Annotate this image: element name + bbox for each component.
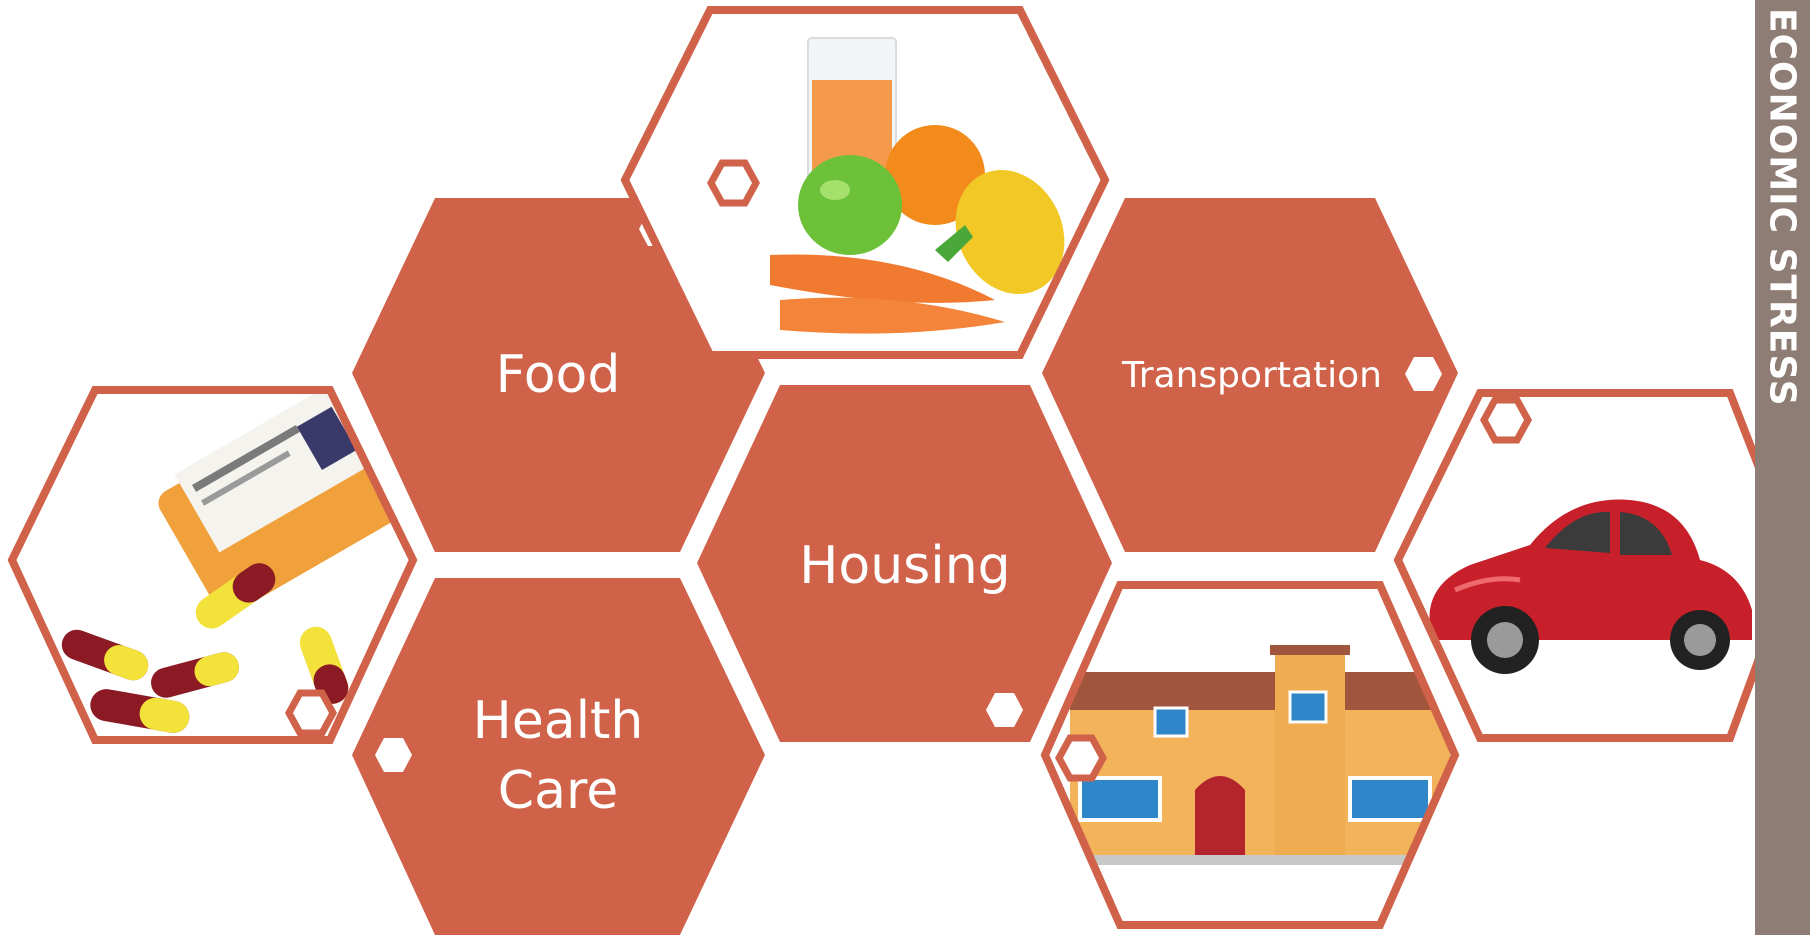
- hex-marker-icon: [375, 738, 412, 772]
- hex-outline-marker-icon: [285, 689, 337, 737]
- sidebar-panel: ECONOMIC STRESS: [1755, 0, 1810, 935]
- car-picture-hexagon: [1393, 389, 1800, 742]
- health-care-hexagon: Health Care: [352, 578, 765, 935]
- housing-label: Housing: [799, 536, 1010, 596]
- hex-outline-marker-icon: [707, 159, 760, 207]
- fruits-picture-hexagon: [620, 6, 1110, 359]
- sidebar-title: ECONOMIC STRESS: [1761, 8, 1803, 407]
- hex-outline-marker-icon: [1055, 734, 1107, 782]
- transportation-hexagon: Transportation: [1042, 198, 1458, 552]
- health-care-label-line1: Health: [473, 691, 644, 751]
- fruit-and-juice-picture: [625, 10, 1105, 355]
- red-car-picture: [1398, 393, 1795, 738]
- hex-outline-marker-icon: [1480, 396, 1532, 444]
- pills-picture-hexagon: [7, 386, 418, 744]
- hex-marker-icon: [986, 693, 1023, 727]
- house-picture-hexagon: [1040, 581, 1460, 929]
- food-label: Food: [496, 345, 621, 405]
- house-picture: [1045, 585, 1455, 925]
- housing-hexagon: Housing: [697, 385, 1112, 742]
- transportation-label: Transportation: [1121, 355, 1382, 396]
- health-care-label-line2: Care: [498, 761, 618, 821]
- medicine-pills-picture: [12, 390, 413, 740]
- hex-marker-icon: [1405, 357, 1442, 391]
